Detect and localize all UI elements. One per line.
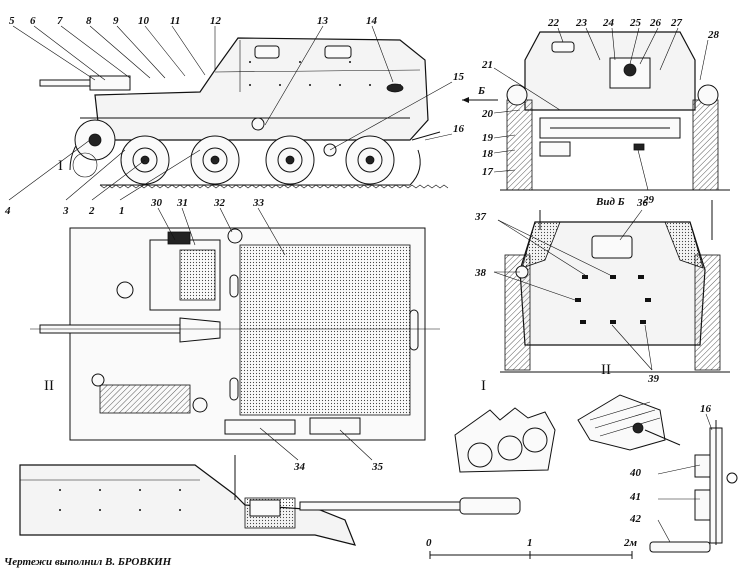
section-mark-I: I	[58, 158, 63, 174]
callout: 10	[138, 15, 150, 27]
callout: 1	[119, 205, 125, 217]
suspension-detail: 16 40 41 42	[629, 403, 738, 553]
plan-view: II 30 31 32 33 34 35	[30, 197, 440, 473]
callout: 37	[474, 211, 487, 223]
callout: 2	[88, 205, 95, 217]
section-mark-II: II	[44, 378, 54, 394]
view-title: Вид Б	[595, 196, 625, 208]
callout: 4	[4, 205, 11, 217]
callout: 34	[293, 461, 306, 473]
callout: 15	[453, 71, 465, 83]
scale-tick: 0	[426, 537, 432, 549]
callout: 14	[366, 15, 378, 27]
callout: 13	[317, 15, 329, 27]
scale-tick: 1	[527, 537, 533, 549]
section-mark-I: I	[481, 378, 486, 394]
view-arrow-label: Б	[477, 85, 485, 97]
callout: 25	[629, 17, 642, 29]
callout: 21	[481, 59, 493, 71]
callout: 40	[629, 467, 642, 479]
idler-detail	[577, 394, 681, 451]
scale-bar: 0 1 2м	[426, 537, 638, 559]
callout: 3	[62, 205, 69, 217]
callout: 24	[602, 17, 615, 29]
callout: 41	[629, 491, 641, 503]
drawing-credit: Чертежи выполнил В. БРОВКИН	[4, 556, 172, 568]
callout: 27	[670, 17, 683, 29]
side-view: I Б 1 2 3 4 5	[4, 15, 498, 217]
section-view	[19, 455, 521, 546]
callout: 29	[642, 194, 655, 206]
callout: 39	[647, 373, 660, 385]
callout: 19	[482, 132, 494, 144]
callout: 36	[636, 197, 649, 209]
callout: 11	[170, 15, 180, 27]
callout: 31	[176, 197, 188, 209]
callout: 23	[575, 17, 588, 29]
callout: 20	[481, 108, 494, 120]
callout: 35	[371, 461, 384, 473]
callout: 17	[482, 166, 494, 178]
scale-tick: 2м	[623, 537, 638, 549]
callout: 30	[150, 197, 163, 209]
callout: 9	[113, 15, 119, 27]
callout: 42	[629, 513, 642, 525]
callout: 26	[649, 17, 662, 29]
callout: 33	[252, 197, 265, 209]
front-view: 17 18 19 20 21 22 23 24 25 26 27 28 29 В…	[481, 17, 730, 208]
callout: 16	[700, 403, 712, 415]
sprocket-detail	[454, 407, 556, 473]
callout: 7	[57, 15, 63, 27]
callout: 8	[86, 15, 92, 27]
callout: 12	[210, 15, 222, 27]
callout: 6	[30, 15, 36, 27]
callout: 28	[707, 29, 720, 41]
callout: 18	[482, 148, 494, 160]
callout: 32	[213, 197, 226, 209]
section-mark-II: II	[601, 362, 611, 378]
callout: 16	[453, 123, 465, 135]
callout: 5	[9, 15, 15, 27]
callout: 22	[547, 17, 560, 29]
callout: 38	[474, 267, 487, 279]
rear-view: 36 37 38 39 I II	[474, 197, 730, 394]
